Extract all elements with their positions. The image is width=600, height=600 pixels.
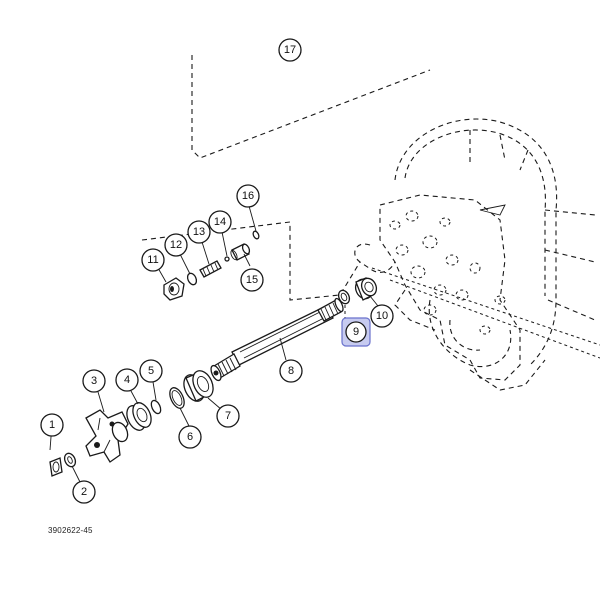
- svg-text:2: 2: [81, 486, 87, 498]
- svg-text:7: 7: [225, 410, 231, 422]
- transmission-housing: [354, 118, 600, 391]
- svg-text:11: 11: [147, 254, 158, 266]
- callout-15[interactable]: 15: [240, 268, 264, 292]
- dashed-reference-top: [191, 55, 431, 159]
- callout-14[interactable]: 14: [208, 210, 232, 234]
- callout-4[interactable]: 4: [115, 368, 139, 392]
- svg-text:4: 4: [124, 374, 130, 386]
- part-6-snap-ring: [169, 387, 185, 409]
- figure-reference-code: 3902622-45: [48, 526, 93, 535]
- part-13-spring: [199, 260, 222, 278]
- callout-6[interactable]: 6: [178, 425, 202, 449]
- svg-text:15: 15: [246, 274, 258, 286]
- svg-text:6: 6: [187, 431, 193, 443]
- callout-11[interactable]: 11: [141, 248, 165, 272]
- drive-shaft: [210, 297, 344, 382]
- svg-text:12: 12: [170, 239, 182, 251]
- callout-16[interactable]: 16: [236, 184, 260, 208]
- leader-lines: [49, 205, 379, 483]
- part-10-bearing: [354, 277, 378, 301]
- part-12-o-ring: [186, 272, 198, 286]
- svg-text:10: 10: [376, 310, 388, 322]
- svg-text:5: 5: [148, 365, 154, 377]
- part-7-bearing: [183, 370, 214, 402]
- svg-text:14: 14: [214, 216, 226, 228]
- callout-5[interactable]: 5: [139, 359, 163, 383]
- callout-1[interactable]: 1: [40, 413, 64, 437]
- callout-17[interactable]: 17: [278, 38, 302, 62]
- svg-text:13: 13: [193, 226, 205, 238]
- svg-text:16: 16: [242, 190, 254, 202]
- callout-8[interactable]: 8: [279, 359, 303, 383]
- dashed-reference-middle: [141, 221, 361, 301]
- svg-text:3: 3: [91, 375, 97, 387]
- callout-12[interactable]: 12: [164, 233, 188, 257]
- callout-13[interactable]: 13: [187, 220, 211, 244]
- part-3-yoke: [85, 409, 129, 463]
- callout-2[interactable]: 2: [72, 480, 96, 504]
- callout-7[interactable]: 7: [216, 404, 240, 428]
- svg-text:17: 17: [284, 44, 296, 56]
- svg-text:9: 9: [353, 326, 359, 338]
- part-1-nut: [49, 457, 63, 477]
- part-5-o-ring: [150, 399, 162, 415]
- callout-9[interactable]: 9: [341, 317, 371, 347]
- part-11-nut: [163, 277, 185, 301]
- part-2-washer: [63, 452, 77, 468]
- part-4-seal: [126, 402, 152, 431]
- part-15-plunger: [230, 243, 251, 261]
- callout-10[interactable]: 10: [370, 304, 394, 328]
- svg-text:1: 1: [49, 419, 55, 431]
- callout-3[interactable]: 3: [82, 369, 106, 393]
- svg-text:8: 8: [288, 365, 294, 377]
- part-14-ball: [224, 256, 230, 262]
- part-16-o-ring: [252, 230, 260, 240]
